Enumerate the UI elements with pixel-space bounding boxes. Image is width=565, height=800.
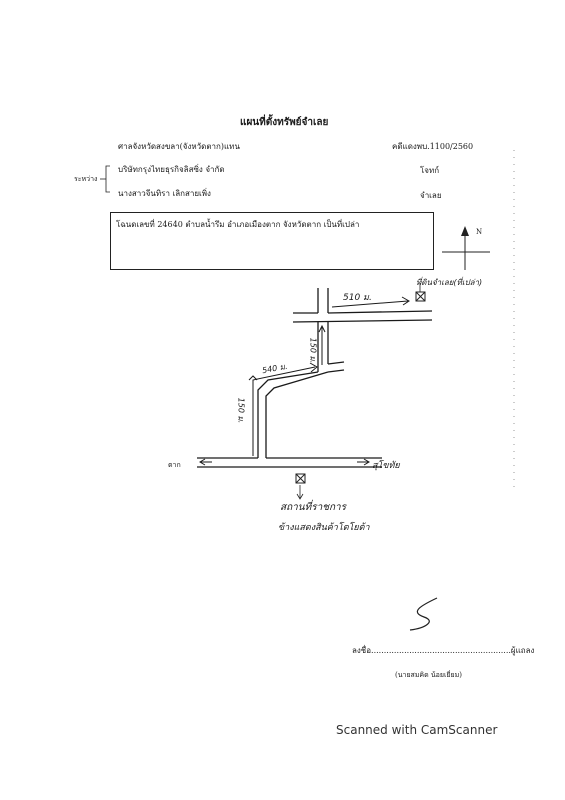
defendant-name: นางสาวจีนทิรา เลิกสายเพิ่ง <box>118 189 211 198</box>
north-label: N <box>476 228 483 236</box>
distance-horizontal: 510 ม. <box>343 293 372 303</box>
direction-right: สุโขทัย <box>372 461 400 471</box>
distance-left: 150 ม. <box>236 397 246 424</box>
landmark-label-line2: ข้างแสดงสินค้าโตโยต้า <box>278 523 370 533</box>
court-name: ศาลจังหวัดสงขลา(จังหวัดตาก)แทน <box>118 142 240 151</box>
route-arrows <box>199 296 410 466</box>
landmark-label-line1: สถานที่ราชการ <box>280 502 347 513</box>
defendant-role: จำเลย <box>420 191 442 200</box>
north-arrow-icon <box>442 226 490 270</box>
deed-description: โฉนดเลขที่ 24640 ตำบลน้ำรึม อำเภอเมืองตา… <box>116 220 360 229</box>
direction-left: ตาก <box>168 461 181 469</box>
signature-line: ลงชื่อ..................................… <box>352 646 535 655</box>
property-label: ที่ดินจำเลย(ที่เปล่า) <box>416 278 483 287</box>
property-marker-icon <box>415 291 426 302</box>
case-number: คดีแดงพบ.1100/2560 <box>392 142 474 151</box>
party-bracket <box>105 165 110 193</box>
scanner-watermark: Scanned with CamScanner <box>336 723 498 737</box>
landmark-marker-icon <box>295 473 306 484</box>
distance-vertical: 150 ม. <box>308 337 318 364</box>
road-lines <box>197 288 433 468</box>
plaintiff-name: บริษัทกรุงไทยธุรกิจลิสซิ่ง จำกัด <box>118 165 225 174</box>
deed-description-box <box>110 212 434 270</box>
signer-name: (นายสมคิด น้อยเยี่ยม) <box>395 671 462 679</box>
between-label: ระหว่าง <box>74 175 98 183</box>
signature-mark <box>409 597 438 631</box>
document-title: แผนที่ตั้งทรัพย์จำเลย <box>240 117 329 128</box>
plaintiff-role: โจทก์ <box>420 166 440 175</box>
